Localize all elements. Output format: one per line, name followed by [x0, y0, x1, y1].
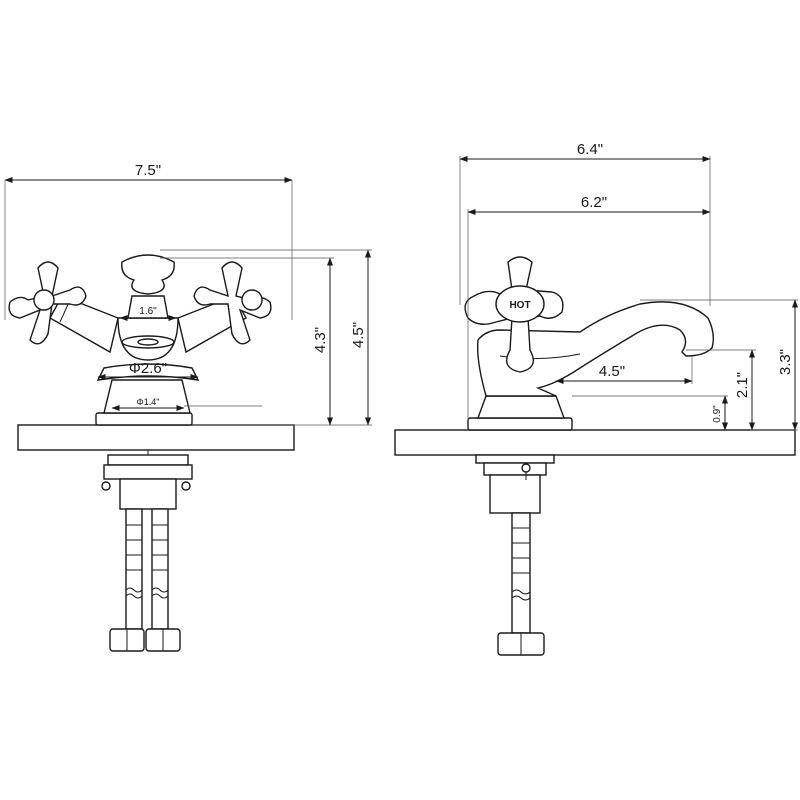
front-countertop — [17, 424, 295, 451]
front-overall-width-label: 7.5" — [135, 162, 161, 179]
side-height-total-label: 3.3" — [777, 349, 794, 375]
side-spout-reach-label: 4.5" — [599, 363, 625, 380]
dim-side-spout-height: 2.1" — [686, 349, 756, 431]
front-base-diameter-label: Φ1.4" — [137, 397, 160, 407]
side-faucet-base — [467, 395, 573, 431]
dim-side-spout-reach: 4.5" — [555, 356, 693, 384]
front-supply-hoses — [109, 508, 181, 652]
front-spout — [117, 254, 179, 361]
dim-side-base-height: 0.9" — [572, 395, 728, 431]
side-handle-to-spout-label: 6.2" — [581, 194, 607, 211]
side-overall-depth-label: 6.4" — [577, 141, 603, 158]
side-spout-height-label: 2.1" — [734, 372, 751, 398]
dim-side-height-total: 3.3" — [640, 299, 798, 431]
front-right-handle — [193, 261, 272, 345]
front-view: 7.5" 1.6" Φ2.6" Φ1.4" 4.3" — [4, 162, 372, 652]
dim-front-height-spout: 4.3" — [160, 257, 334, 426]
front-body-diameter-label: Φ2.6" — [129, 360, 167, 377]
dim-front-spout-width: 1.6" — [119, 306, 177, 321]
side-mounting-assembly — [475, 454, 555, 656]
dim-front-body-diameter: Φ2.6" — [97, 360, 199, 380]
front-mounting-assembly — [101, 450, 193, 510]
side-handle-hot-label: HOT — [509, 300, 530, 311]
front-height-total-label: 4.5" — [350, 322, 367, 348]
side-cross-handle: HOT — [464, 256, 564, 373]
front-spout-width-label: 1.6" — [139, 306, 157, 317]
side-base-height-label: 0.9" — [712, 405, 723, 423]
side-countertop — [394, 429, 796, 456]
front-height-spout-label: 4.3" — [312, 327, 329, 353]
front-left-handle — [8, 261, 87, 345]
dim-side-handle-to-spout: 6.2" — [467, 194, 711, 420]
dim-front-height-total: 4.5" — [160, 249, 372, 426]
dim-front-base-diameter: Φ1.4" — [111, 397, 262, 411]
dim-side-overall-depth: 6.4" — [459, 141, 711, 306]
side-view: HOT 6.4" 6.2" 4.5" 3.3" — [394, 141, 798, 656]
